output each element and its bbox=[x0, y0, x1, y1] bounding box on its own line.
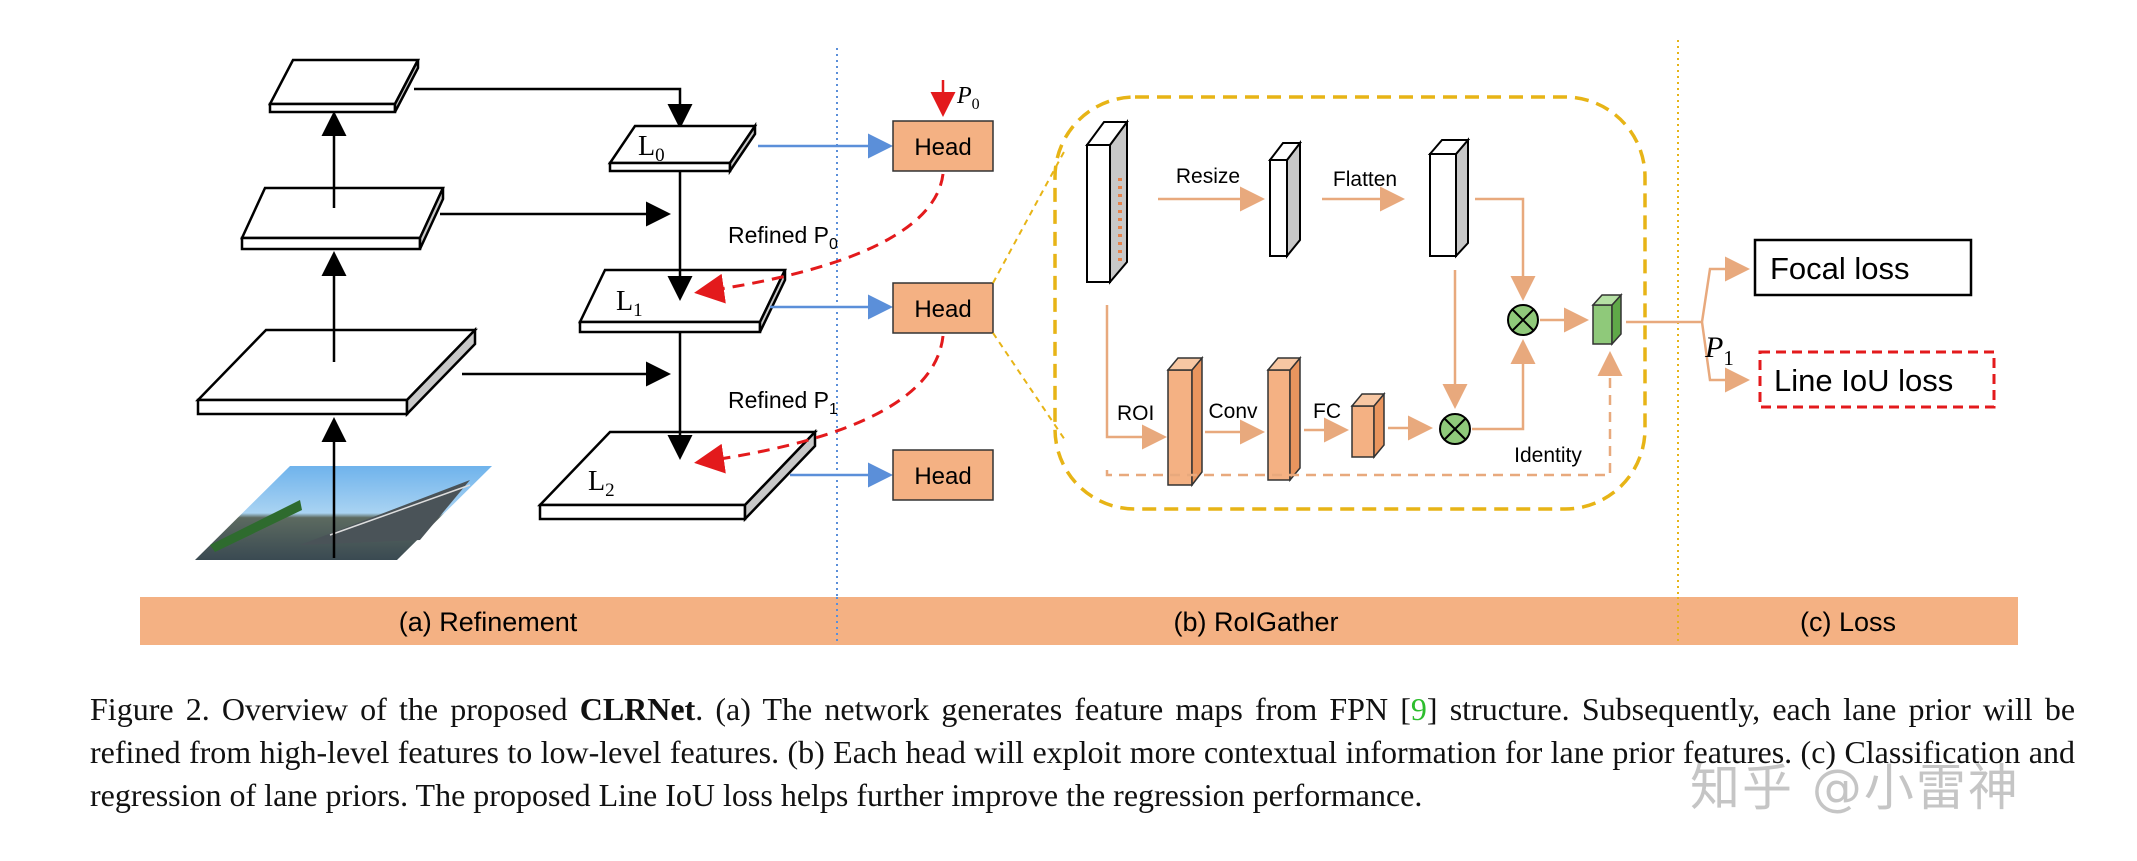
svg-text:Head: Head bbox=[914, 296, 971, 323]
feature-map-input bbox=[1085, 118, 1129, 285]
conv-label: Conv bbox=[1208, 400, 1258, 423]
caption-text-2: . (a) The network generates feature maps… bbox=[695, 691, 1411, 727]
fc-block bbox=[1350, 391, 1386, 460]
flatten-label: Flatten bbox=[1333, 168, 1397, 191]
identity-connection bbox=[1105, 351, 1623, 477]
line-iou-loss-box: Line IoU loss bbox=[1758, 350, 1996, 409]
focal-loss-box: Focal loss bbox=[1753, 238, 1973, 297]
identity-label: Identity bbox=[1514, 444, 1582, 467]
head-box-0: Head bbox=[892, 120, 994, 172]
conv-block bbox=[1266, 355, 1302, 483]
level-label-l0: L0 bbox=[638, 131, 665, 166]
section-label-refinement: (a) Refinement bbox=[399, 607, 578, 637]
caption-label: Figure 2. bbox=[90, 691, 210, 727]
caption-reference-link[interactable]: 9 bbox=[1410, 691, 1427, 727]
section-label-roigather: (b) RoIGather bbox=[1173, 607, 1338, 637]
level-plate-l1 bbox=[578, 268, 787, 334]
p1-label: P1 bbox=[1704, 331, 1734, 370]
caption-text-1: Overview of the proposed bbox=[221, 691, 568, 727]
resize-label: Resize bbox=[1176, 165, 1240, 188]
refined-label-1: Refined P1 bbox=[728, 387, 838, 418]
section-label-loss: (c) Loss bbox=[1800, 607, 1896, 637]
figure-caption: Figure 2. Overview of the proposed CLRNe… bbox=[90, 688, 2075, 817]
head-box-2: Head bbox=[892, 449, 994, 501]
level-plate-l0 bbox=[607, 121, 758, 176]
fpn-plate-top bbox=[267, 58, 421, 114]
section-band bbox=[140, 597, 2018, 645]
prior-input-label: P0 bbox=[956, 83, 980, 113]
fpn-plate-middle bbox=[240, 186, 445, 251]
caption-text-3: ] structure. Subsequently, each lane pri… bbox=[90, 691, 2076, 813]
level-label-l2: L2 bbox=[588, 466, 615, 501]
svg-text:Line IoU loss: Line IoU loss bbox=[1774, 363, 1953, 398]
watermark: 知乎 @小雷神 bbox=[1690, 759, 2020, 817]
fpn-plate-bottom bbox=[195, 326, 478, 418]
roi-label: ROI bbox=[1117, 402, 1154, 425]
refined-arrow-0 bbox=[694, 173, 945, 304]
road-input-image bbox=[195, 466, 492, 560]
refined-arrow-1 bbox=[694, 335, 945, 474]
svg-text:Focal loss: Focal loss bbox=[1770, 251, 1910, 286]
refined-label-0: Refined P0 bbox=[728, 222, 838, 253]
svg-text:Head: Head bbox=[914, 463, 971, 490]
head-box-1: Head bbox=[892, 282, 994, 334]
multiply-op-upper bbox=[1507, 304, 1539, 336]
roigather-box bbox=[1053, 95, 1647, 511]
feature-map-resized bbox=[1267, 140, 1303, 259]
level-label-l1: L1 bbox=[616, 286, 643, 321]
roi-block bbox=[1166, 355, 1204, 488]
output-feature-cube bbox=[1591, 293, 1623, 346]
multiply-op-lower bbox=[1439, 413, 1471, 445]
caption-model-name: CLRNet bbox=[579, 691, 696, 727]
fc-label: FC bbox=[1313, 400, 1341, 423]
svg-text:Head: Head bbox=[914, 134, 971, 161]
feature-flattened bbox=[1427, 137, 1471, 259]
level-plate-l2 bbox=[537, 428, 818, 523]
